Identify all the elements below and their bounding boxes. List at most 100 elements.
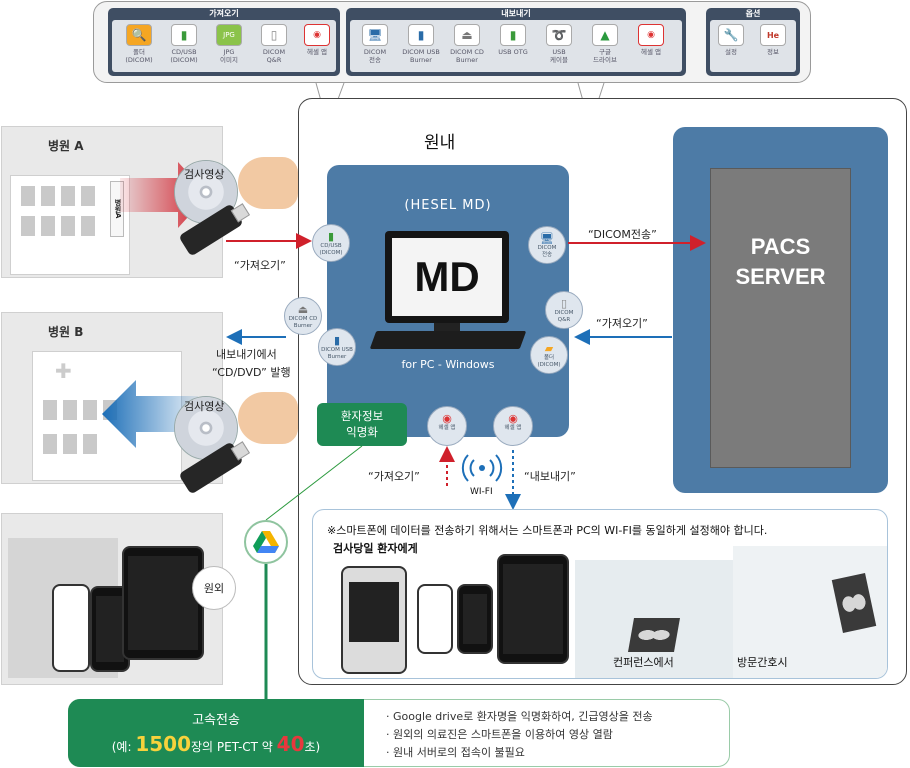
tool-label: CD/USB (DICOM): [170, 48, 198, 64]
tool-label: 구글 드라이브: [593, 48, 617, 64]
icon-label: DICOM CD Burner: [288, 316, 318, 329]
tool-label: 헤셀 앱: [306, 48, 327, 56]
tool-dicom-send[interactable]: 🖥DICOM 전송: [352, 24, 398, 64]
tool-usb-burner[interactable]: ▮DICOM USB Burner: [398, 24, 444, 64]
cd-burner-icon[interactable]: ⏏DICOM CD Burner: [284, 297, 322, 335]
usb-icon: ▮: [408, 24, 434, 46]
icon-label: DICOM 전송: [537, 245, 557, 258]
hand: [238, 392, 298, 444]
md-screen: MD: [392, 238, 502, 316]
tool-cd-usb[interactable]: ▮CD/USB (DICOM): [161, 24, 207, 64]
phone-black: [457, 584, 493, 654]
hesel-app-import-icon[interactable]: ◉헤셀 앱: [427, 406, 467, 446]
tablet: [122, 546, 204, 660]
visit-caption: 방문간호시: [737, 656, 788, 669]
tool-cd-burner[interactable]: ⏏DICOM CD Burner: [444, 24, 490, 64]
icon-label: DICOM USB Burner: [321, 347, 353, 360]
anonymize-button[interactable]: 환자정보 익명화: [317, 403, 407, 446]
high-speed-box: 고속전송 (예: 1500장의 PET-CT 약 40초): [68, 699, 364, 767]
high-speed-panel: 고속전송 (예: 1500장의 PET-CT 약 40초) · Google d…: [68, 699, 730, 767]
cd-usb-icon[interactable]: ▮CD/USB (DICOM): [312, 224, 350, 262]
hesel-app-export-icon[interactable]: ◉헤셀 앱: [493, 406, 533, 446]
phone-white: [417, 584, 453, 654]
hesel-app-icon: ◉: [304, 24, 330, 46]
hospital-a-panel: 병원 A 병원A: [1, 126, 223, 278]
smartphone-panel: ※스마트폰에 데이터를 전송하기 위해서는 스마트폰과 PC의 WI-FI를 동…: [312, 509, 888, 679]
bullet-item: · 원내 서버로의 접속이 불필요: [386, 746, 525, 759]
dicom-send-label: “DICOM전송”: [588, 228, 657, 241]
export-label-b-1: 내보내기에서: [216, 348, 277, 361]
folder-icon: 🔍: [126, 24, 152, 46]
tablet: [497, 554, 569, 664]
phone-in-hand: [341, 566, 407, 674]
outside-panel: [1, 513, 223, 685]
tool-usb-otg[interactable]: ▮ USB OTG: [490, 24, 536, 56]
app-import-label: “가져오기”: [368, 470, 420, 483]
disc-label: 검사영상: [184, 400, 225, 413]
folder-icon[interactable]: ▰폴더 (DICOM): [530, 336, 568, 374]
dicom-send-icon[interactable]: 🖥DICOM 전송: [528, 226, 566, 264]
bullet-list: · Google drive로 환자명을 익명화하여, 긴급영상을 전송 · 원…: [386, 708, 653, 762]
google-drive-icon: ▲: [592, 24, 618, 46]
md-subtitle: for PC - Windows: [401, 358, 495, 371]
server-icon: [710, 168, 851, 468]
dicom-qr-icon[interactable]: ▯DICOM Q&R: [545, 291, 583, 329]
jpg-icon: JPG: [216, 24, 242, 46]
tool-hesel-app[interactable]: ◉ 헤셀 앱: [294, 24, 340, 56]
tool-dicom-qr[interactable]: ▯DICOM Q&R: [251, 24, 297, 64]
usb-burner-icon[interactable]: ▮DICOM USB Burner: [318, 328, 356, 366]
export-label-b-2: “CD/DVD” 발행: [212, 366, 291, 379]
wifi-label: WI-FI: [470, 487, 493, 497]
hospital-a-title: 병원 A: [48, 139, 84, 153]
high-speed-sub: (예: 1500장의 PET-CT 약 40초): [111, 732, 321, 756]
cross-icon: ✚: [55, 359, 72, 383]
hand: [238, 157, 298, 209]
tool-folder[interactable]: 🔍 폴더 (DICOM): [116, 24, 162, 64]
group-title: 옵션: [745, 9, 761, 18]
google-drive-icon[interactable]: [244, 520, 288, 564]
smartphone-subtitle: 검사당일 환자에게: [333, 542, 418, 555]
icon-label: 폴더 (DICOM): [537, 355, 561, 368]
outside-label: 원외: [192, 566, 236, 610]
monitor-icon: MD: [385, 231, 509, 323]
wifi-note: ※스마트폰에 데이터를 전송하기 위해서는 스마트폰과 PC의 WI-FI를 동…: [327, 524, 768, 537]
conference-caption: 컨퍼런스에서: [613, 656, 674, 669]
tools-icon: 🔧: [718, 24, 744, 46]
tool-usb-cable[interactable]: ➰USB 케이블: [536, 24, 582, 64]
cable-icon: ➰: [546, 24, 572, 46]
icon-label: DICOM Q&R: [554, 310, 574, 323]
icon-label: 헤셀 앱: [438, 425, 456, 431]
usb-icon: ▮: [500, 24, 526, 46]
info-icon: He: [760, 24, 786, 46]
tool-label: 폴더 (DICOM): [125, 48, 153, 64]
group-body: 🔍 폴더 (DICOM) ▮CD/USB (DICOM) JPG JPG 이미지 ▯…: [112, 20, 336, 72]
tool-label: USB OTG: [498, 48, 528, 56]
group-body: 🖥DICOM 전송 ▮DICOM USB Burner ⏏DICOM CD Bu…: [350, 20, 682, 72]
tool-settings[interactable]: 🔧설정: [708, 24, 754, 56]
tool-jpg[interactable]: JPG JPG 이미지: [206, 24, 252, 64]
tool-label: JPG 이미지: [220, 48, 238, 64]
group-title: 내보내기: [501, 9, 531, 18]
tool-hesel-app-export[interactable]: ◉헤셀 앱: [628, 24, 674, 56]
monitor-stand: [434, 323, 460, 333]
computer-icon: 🖥: [362, 24, 388, 46]
hesel-md-box: (HESEL MD) MD for PC - Windows: [327, 165, 569, 437]
tool-label: DICOM CD Burner: [450, 48, 484, 64]
phone-white: [52, 584, 90, 672]
pacs-import-label: “가져오기”: [596, 317, 648, 330]
tool-google-drive[interactable]: ▲ 구글 드라이브: [582, 24, 628, 64]
toolbar-group-export: 내보내기 🖥DICOM 전송 ▮DICOM USB Burner ⏏DICOM …: [346, 8, 686, 76]
high-speed-title: 고속전송: [192, 713, 240, 728]
disc-label: 검사영상: [184, 168, 225, 181]
visit-photo: [733, 546, 887, 678]
app-export-label: “내보내기”: [524, 470, 576, 483]
conference-photo: [575, 560, 733, 678]
hospital-b-title: 병원 B: [48, 325, 84, 339]
bullet-item: · Google drive로 환자명을 익명화하여, 긴급영상을 전송: [386, 710, 653, 723]
in-hospital-label: 원내: [424, 133, 456, 153]
